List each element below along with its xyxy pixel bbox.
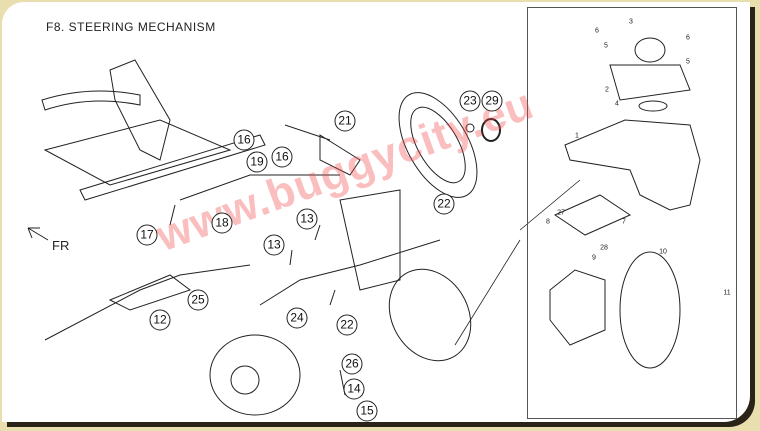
callout: 26 <box>341 353 363 375</box>
callout: 14 <box>343 378 365 400</box>
part-number: 4 <box>615 100 619 108</box>
part-number: 27 <box>557 209 565 217</box>
brake-disc-inset <box>619 251 681 369</box>
shaft-link <box>179 174 340 201</box>
upright <box>339 189 401 291</box>
circlip <box>638 100 668 112</box>
part-number: 8 <box>546 218 550 226</box>
part-number: 2 <box>605 86 609 94</box>
chassis-tube <box>41 90 141 111</box>
callout: 16 <box>233 129 255 151</box>
steering-shaft <box>79 134 266 201</box>
callout: 18 <box>211 212 233 234</box>
brake-disc-right <box>388 268 472 362</box>
part-number: 7 <box>622 218 626 226</box>
part-number: 11 <box>723 289 731 297</box>
inset-panel <box>527 7 737 419</box>
ball-joint <box>634 37 666 63</box>
pad <box>553 194 632 236</box>
page-title: F8. STEERING MECHANISM <box>46 20 216 34</box>
callout: 24 <box>286 307 308 329</box>
callout: 17 <box>136 224 158 246</box>
callout: 29 <box>481 90 503 112</box>
direction-label: FR <box>52 238 70 253</box>
part-number: 9 <box>592 254 596 262</box>
callout: 22 <box>433 193 455 215</box>
callout: 12 <box>149 309 171 331</box>
part-number: 10 <box>659 248 667 256</box>
callout: 13 <box>296 208 318 230</box>
hub <box>230 365 260 395</box>
callout: 22 <box>336 314 358 336</box>
chassis-bracket <box>109 59 171 161</box>
chassis-frame <box>43 119 232 186</box>
knuckle <box>564 119 701 211</box>
part-number: 1 <box>575 132 579 140</box>
brake-disc-left <box>209 334 301 416</box>
callout: 21 <box>334 110 356 132</box>
callout: 15 <box>356 400 378 422</box>
part-number: 3 <box>629 18 633 26</box>
part-number: 5 <box>604 42 608 50</box>
part-number: 6 <box>595 27 599 35</box>
callout: 16 <box>271 146 293 168</box>
nut <box>465 123 475 133</box>
steering-pump <box>284 124 361 176</box>
part-number: 28 <box>600 244 608 252</box>
mount-plate <box>609 64 691 101</box>
callout: 25 <box>187 289 209 311</box>
part-number: 5 <box>686 58 690 66</box>
steering-wheel <box>398 92 478 198</box>
callout: 23 <box>459 90 481 112</box>
rack <box>108 274 192 311</box>
callout: 13 <box>263 234 285 256</box>
caliper <box>549 269 606 346</box>
tie-rod-left <box>44 264 251 341</box>
ring <box>481 118 501 142</box>
part-number: 6 <box>686 34 690 42</box>
callout: 19 <box>246 151 268 173</box>
